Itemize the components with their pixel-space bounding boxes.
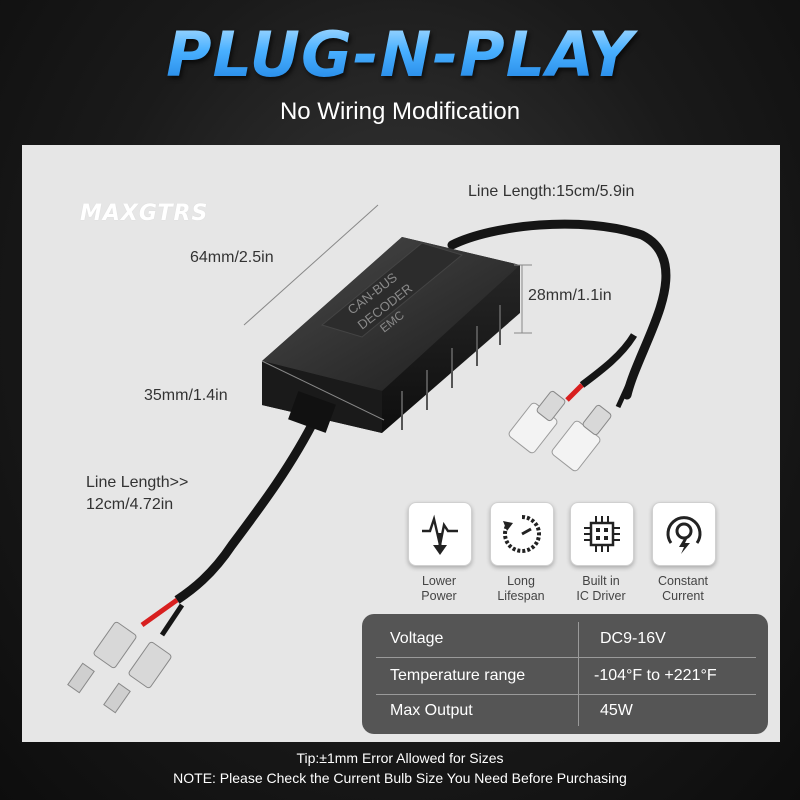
- feature-constant-current: Constant Current: [652, 502, 716, 604]
- constant-current-icon: [652, 502, 716, 566]
- feature-label: Constant Current: [657, 574, 709, 603]
- feature-ic-driver: Built in IC Driver: [570, 502, 634, 604]
- spec-row: Max Output 45W: [362, 692, 768, 728]
- left-connector-2: [103, 641, 172, 714]
- spec-key: Voltage: [390, 630, 444, 647]
- brand-watermark: MAXGTRS: [80, 201, 209, 226]
- line-length-bottom-value: 12cm/4.72in: [86, 496, 174, 513]
- spec-divider: [578, 622, 579, 726]
- right-connector-1: [508, 390, 566, 454]
- lower-power-icon: [408, 502, 472, 566]
- length-label: 64mm/2.5in: [190, 249, 274, 266]
- page-title: PLUG-N-PLAY: [0, 18, 800, 91]
- feature-label: Built in IC Driver: [576, 574, 626, 603]
- feature-label: Lower Power: [421, 574, 457, 603]
- spec-row-divider: [376, 657, 756, 658]
- spec-value: 45W: [600, 702, 633, 719]
- spec-table: Voltage DC9-16V Temperature range -104°F…: [362, 614, 768, 734]
- spec-value: -104°F to +221°F: [594, 667, 717, 684]
- width-label: 35mm/1.4in: [144, 387, 228, 404]
- footer-note: NOTE: Please Check the Current Bulb Size…: [173, 770, 627, 786]
- ic-driver-icon: [570, 502, 634, 566]
- line-length-top-label: Line Length:15cm/5.9in: [468, 183, 635, 200]
- spec-row-divider: [376, 694, 756, 695]
- spec-row: Voltage DC9-16V: [362, 620, 768, 656]
- product-illustration: CAN-BUS DECODER EMC: [67, 204, 671, 714]
- feature-long-lifespan: Long Lifespan: [490, 502, 554, 604]
- long-lifespan-icon: [490, 502, 554, 566]
- spec-key: Temperature range: [390, 667, 526, 684]
- left-connector-1: [67, 621, 137, 694]
- feature-lower-power: Lower Power: [408, 502, 472, 604]
- right-connector-2: [551, 404, 612, 472]
- footer-tip: Tip:±1mm Error Allowed for Sizes: [296, 750, 504, 766]
- spec-value: DC9-16V: [600, 630, 666, 647]
- feature-label: Long Lifespan: [497, 574, 545, 603]
- page-subtitle: No Wiring Modification: [279, 98, 521, 125]
- line-length-bottom-label: Line Length>>: [86, 474, 189, 491]
- spec-row: Temperature range -104°F to +221°F: [362, 657, 768, 693]
- spec-key: Max Output: [390, 702, 473, 719]
- height-label: 28mm/1.1in: [528, 287, 612, 304]
